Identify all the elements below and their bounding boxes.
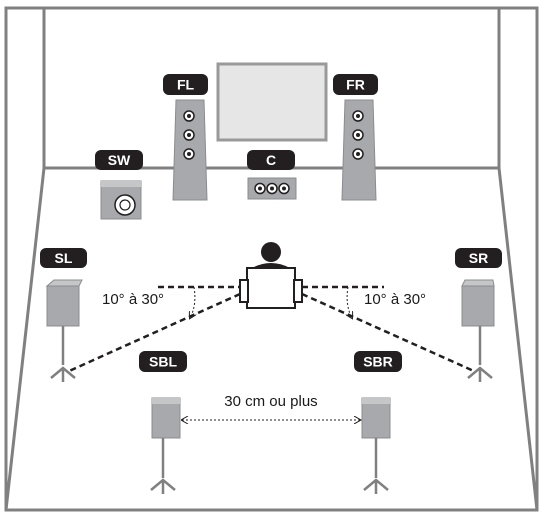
angle-left-text: 10° à 30° xyxy=(102,291,164,308)
front-left-speaker xyxy=(172,99,208,201)
center-speaker xyxy=(247,177,297,200)
sr-label-text: SR xyxy=(469,250,488,266)
front-right-speaker xyxy=(341,99,377,201)
sw-label: SW xyxy=(95,150,143,170)
subwoofer xyxy=(100,180,142,220)
fr-label: FR xyxy=(333,74,378,95)
c-label: C xyxy=(247,150,295,170)
distance-text: 30 cm ou plus xyxy=(224,393,317,410)
sw-label-text: SW xyxy=(108,152,131,168)
sl-label-text: SL xyxy=(55,250,73,266)
fr-label-text: FR xyxy=(346,77,365,93)
room-outline xyxy=(4,6,539,512)
angle-right-text: 10° à 30° xyxy=(364,291,426,308)
fl-label: FL xyxy=(163,74,208,95)
c-label-text: C xyxy=(266,152,276,168)
fl-label-text: FL xyxy=(177,77,195,93)
tv-screen xyxy=(216,62,328,142)
surround-right-speaker xyxy=(461,279,495,382)
angle-arcs xyxy=(190,286,352,318)
surround-back-left-speaker xyxy=(150,397,181,494)
sbr-label: SBR xyxy=(354,351,402,372)
sbr-label-text: SBR xyxy=(363,354,393,370)
sl-label: SL xyxy=(40,248,87,268)
listening-lines xyxy=(66,285,477,374)
sr-label: SR xyxy=(455,248,502,268)
sbl-label-text: SBL xyxy=(149,354,177,370)
surround-back-right-speaker xyxy=(361,397,391,494)
listener xyxy=(239,242,303,309)
surround-left-speaker xyxy=(45,279,83,382)
sbl-label: SBL xyxy=(139,351,187,372)
